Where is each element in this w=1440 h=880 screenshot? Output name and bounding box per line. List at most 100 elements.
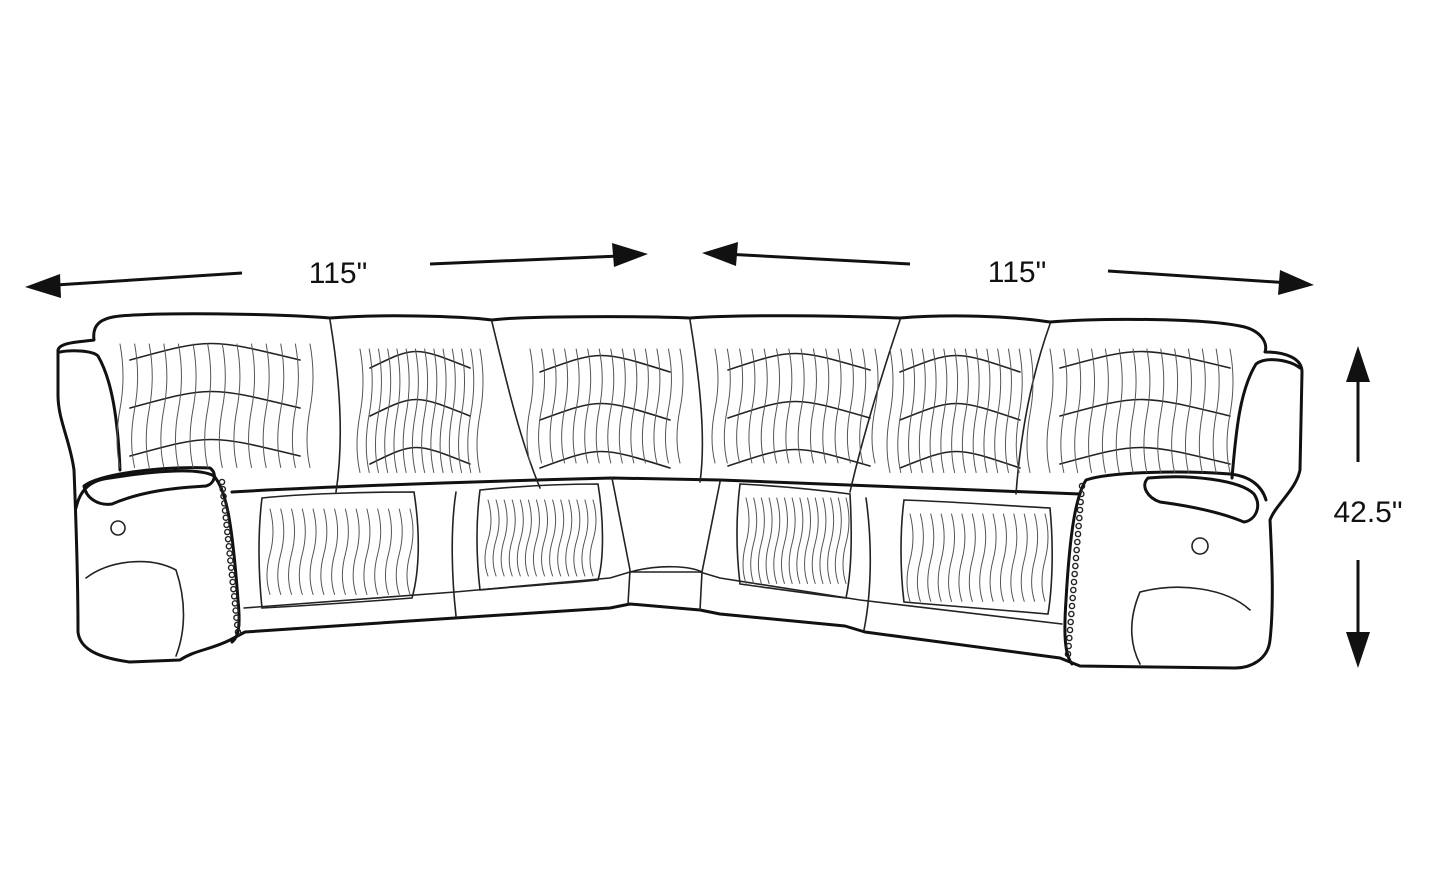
back-cushion-roll: [1059, 446, 1231, 465]
sketch-stroke: [549, 499, 557, 577]
right-width-arrowhead-right: [1278, 270, 1314, 295]
back-cushion-roll: [899, 354, 1021, 373]
sketch-stroke: [908, 348, 916, 473]
sketch-stroke: [886, 348, 894, 473]
sketch-stroke: [384, 348, 392, 473]
sketch-stroke: [1060, 348, 1068, 473]
nailhead: [1073, 546, 1080, 554]
nailhead: [220, 500, 228, 507]
sketch-stroke: [788, 497, 796, 584]
nailhead: [1074, 530, 1082, 538]
sketch-stroke: [406, 508, 414, 595]
sketch-stroke: [780, 497, 788, 584]
sketch-stroke: [916, 513, 924, 602]
sketch-stroke: [291, 343, 299, 468]
sketch-stroke: [581, 499, 589, 577]
sketch-stroke: [402, 348, 410, 473]
back-divider-corner: [689, 319, 704, 483]
sketch-stroke: [395, 508, 403, 595]
nailhead: [227, 564, 235, 572]
height-label: 42.5": [1333, 496, 1402, 529]
nailhead: [1072, 562, 1079, 570]
nailhead: [1066, 634, 1073, 642]
sketch-stroke: [1143, 348, 1151, 473]
back-cushion-roll: [1059, 350, 1231, 369]
sketch-stroke: [306, 343, 314, 468]
sketch-stroke: [827, 497, 835, 584]
sketch-stroke: [352, 508, 360, 595]
sketch-stroke: [116, 343, 124, 468]
sketch-stroke: [958, 513, 966, 602]
sketch-stroke: [1004, 348, 1012, 473]
sketch-stroke: [989, 513, 997, 602]
sketch-stroke: [804, 497, 812, 584]
right-arm-side-curve: [1130, 586, 1251, 665]
sketch-stroke: [448, 348, 456, 473]
sketch-stroke: [723, 348, 731, 464]
right-arm: [1230, 358, 1302, 480]
sketch-stroke: [1046, 348, 1054, 473]
left-power-button-icon: [110, 520, 126, 536]
sketch-stroke: [476, 348, 484, 473]
nailhead: [221, 507, 229, 514]
sketch-stroke: [1031, 513, 1039, 602]
right-arm-front-panel: [1063, 470, 1268, 666]
left-armrest-console: [82, 466, 216, 506]
sketch-stroke: [233, 343, 241, 468]
nailhead: [229, 578, 236, 586]
seat-cushion-4: [900, 499, 1053, 615]
sketch-stroke: [653, 348, 661, 464]
sketch-stroke: [797, 348, 805, 464]
sketch-stroke: [526, 348, 534, 464]
sketch-stroke: [204, 343, 212, 468]
nailhead: [219, 485, 227, 493]
right-width-arrow-line-b: [1107, 269, 1291, 285]
nailhead: [224, 535, 232, 543]
sketch-stroke: [484, 499, 492, 577]
sketch-stroke: [1074, 348, 1082, 473]
sketch-stroke: [421, 348, 429, 473]
sketch-stroke: [1015, 348, 1023, 473]
sketch-stroke: [331, 508, 339, 595]
sketch-stroke: [584, 348, 592, 464]
back-cushion-roll: [539, 450, 671, 469]
sketch-stroke: [822, 348, 830, 464]
sketch-stroke: [589, 499, 597, 577]
nailhead: [227, 557, 234, 564]
nailhead-trim: [218, 478, 1086, 658]
sketch-stroke: [532, 499, 540, 577]
nailhead: [231, 600, 239, 607]
right-armrest-console: [1143, 475, 1260, 524]
sketch-stroke: [573, 499, 581, 577]
sketch-stroke: [411, 348, 419, 473]
nailhead: [233, 614, 240, 622]
nailhead: [1070, 578, 1078, 586]
sketch-stroke: [972, 348, 980, 473]
sketch-stroke: [572, 348, 580, 464]
back-cushion-roll: [369, 398, 471, 417]
sketch-stroke: [430, 348, 438, 473]
nailhead: [1070, 586, 1077, 594]
seat-cushion-1: [258, 491, 420, 609]
sketch-stroke: [277, 508, 285, 595]
sketch-stroke: [549, 348, 557, 464]
back-cushion-roll: [727, 352, 871, 371]
sketch-stroke: [1088, 348, 1096, 473]
sketch-stroke: [765, 497, 773, 584]
left-arm-front-panel: [74, 469, 241, 644]
sketch-stroke: [356, 348, 364, 473]
back-divider-3: [849, 319, 901, 493]
sketch-stroke: [630, 348, 638, 464]
nailhead: [232, 607, 240, 614]
sketch-stroke: [736, 348, 744, 464]
sketch-stroke: [760, 348, 768, 464]
left-width-arrowhead-right: [612, 243, 648, 267]
back-cushion-roll: [727, 448, 871, 467]
nailhead: [1066, 626, 1074, 634]
back-cushion-roll: [1059, 398, 1231, 417]
back-cushion-rolls: [129, 342, 1231, 469]
sketch-stroke: [174, 343, 182, 468]
sketch-stroke: [365, 348, 373, 473]
sketch-stroke: [871, 348, 879, 464]
sketch-stroke: [384, 508, 392, 595]
